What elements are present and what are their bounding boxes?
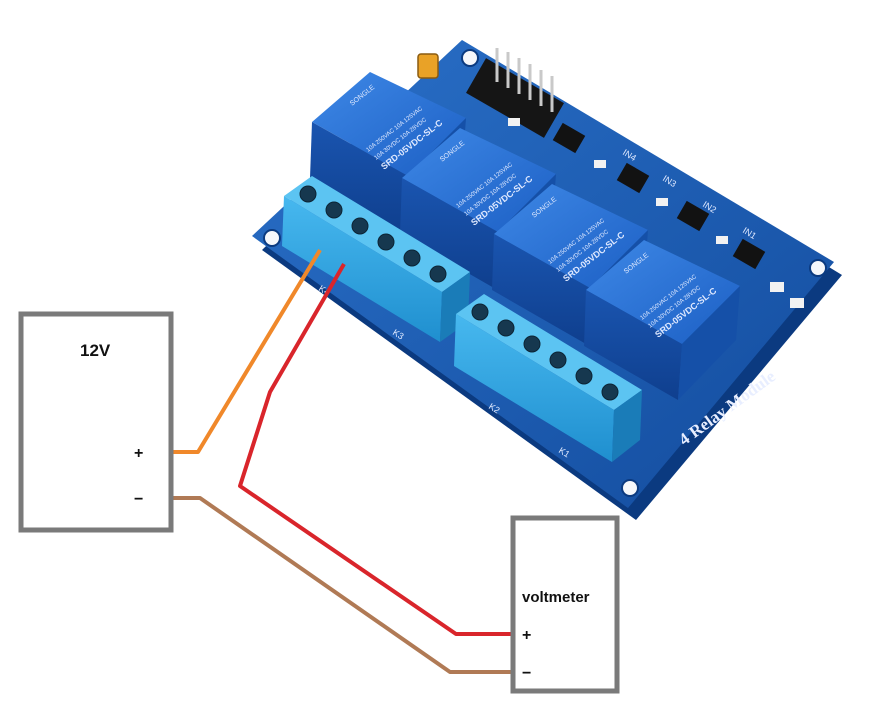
relay-4: SONGLE 10A 250VAC 10A 125VAC 10A 30VDC 1… bbox=[584, 240, 740, 400]
source-plus-terminal: + bbox=[134, 445, 143, 462]
mount-hole bbox=[263, 229, 281, 247]
wire-red bbox=[238, 262, 516, 636]
wire-brown bbox=[158, 496, 516, 674]
terminal-label-k3: K3 bbox=[391, 327, 406, 341]
terminal-label-k2: K2 bbox=[487, 401, 502, 415]
mount-hole bbox=[809, 259, 827, 277]
relay-module: IN4 IN3 IN2 IN1 SONGLE 10A 250VAC 10A 12… bbox=[252, 40, 842, 520]
voltmeter-box: voltmeter + − bbox=[510, 515, 620, 694]
voltmeter-plus-terminal: + bbox=[522, 627, 531, 644]
source-label: 12V bbox=[80, 341, 111, 360]
voltmeter-label: voltmeter bbox=[522, 589, 590, 606]
mount-hole bbox=[461, 49, 479, 67]
components bbox=[508, 118, 804, 308]
mount-hole bbox=[621, 479, 639, 497]
terminal-label-k1: K1 bbox=[557, 445, 572, 459]
source-minus-terminal: − bbox=[134, 491, 143, 508]
terminal-block-b: K2 K1 bbox=[454, 294, 642, 462]
power-source-box: 12V + − bbox=[18, 311, 174, 533]
header-pins bbox=[466, 48, 564, 138]
source-box-frame bbox=[18, 311, 174, 533]
voltmeter-minus-terminal: − bbox=[522, 665, 531, 682]
jumper bbox=[417, 53, 439, 79]
voltmeter-box-frame bbox=[510, 515, 620, 694]
